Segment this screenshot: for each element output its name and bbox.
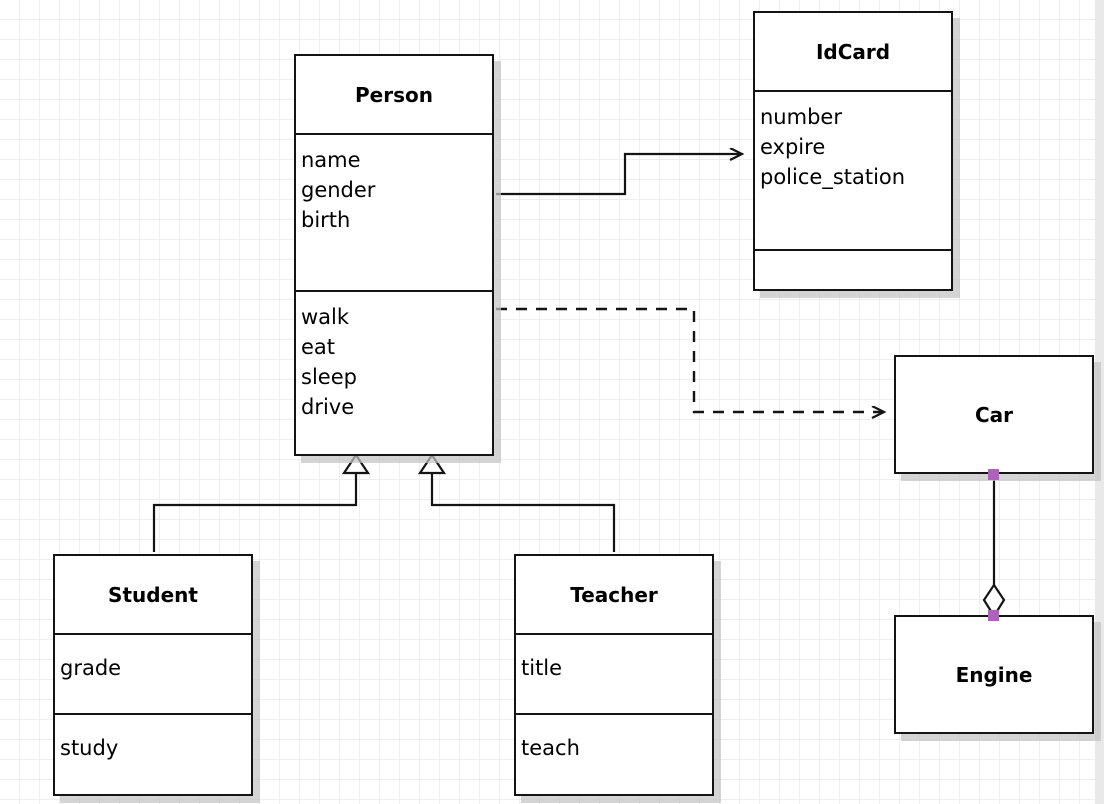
class-engine[interactable]: Engine — [894, 615, 1094, 734]
hollow-triangle-arrowhead — [341, 453, 371, 475]
class-teacher-methods-section: teach — [516, 713, 712, 794]
class-teacher-attributes-section: title — [516, 633, 712, 713]
class-car-name: Car — [974, 402, 1014, 427]
class-student[interactable]: Student grade study — [53, 554, 253, 796]
connector-teacher-person[interactable] — [417, 453, 616, 552]
attribute-item: birth — [301, 208, 351, 232]
attribute-item: title — [521, 656, 563, 680]
method-item: walk — [301, 305, 350, 329]
class-idcard-title-section: IdCard — [755, 13, 951, 90]
class-idcard-attributes-section: number expire police_station — [755, 90, 951, 249]
class-person-methods-section: walk eat sleep drive — [296, 290, 492, 454]
class-teacher-name: Teacher — [570, 582, 658, 607]
class-engine-title-section: Engine — [896, 617, 1092, 732]
method-item: teach — [521, 736, 580, 760]
class-car-title-section: Car — [896, 357, 1092, 472]
connector-person-idcard[interactable] — [496, 154, 742, 196]
class-idcard[interactable]: IdCard number expire police_station — [753, 11, 953, 291]
class-idcard-methods-section — [755, 249, 951, 289]
class-student-attributes-section: grade — [55, 633, 251, 713]
attribute-item: gender — [301, 178, 376, 202]
class-person-attributes-section: name gender birth — [296, 133, 492, 290]
method-item: study — [60, 736, 119, 760]
attribute-item: name — [301, 148, 361, 172]
class-person-name: Person — [355, 82, 433, 107]
hollow-triangle-arrowhead — [417, 453, 447, 475]
method-item: eat — [301, 335, 336, 359]
class-car[interactable]: Car — [894, 355, 1094, 474]
class-student-name: Student — [108, 582, 198, 607]
class-student-title-section: Student — [55, 556, 251, 633]
attribute-item: grade — [60, 656, 122, 680]
attribute-item: expire — [760, 135, 826, 159]
attribute-item: number — [760, 105, 842, 129]
class-engine-name: Engine — [955, 662, 1033, 687]
method-item: drive — [301, 395, 355, 419]
page-edge-band — [1095, 0, 1104, 804]
connector-person-car[interactable] — [496, 307, 884, 412]
class-person-title-section: Person — [296, 56, 492, 133]
attribute-item: police_station — [760, 165, 906, 189]
connector-car-engine[interactable] — [982, 474, 1006, 619]
class-student-methods-section: study — [55, 713, 251, 794]
connection-handle-car[interactable] — [988, 469, 999, 480]
connector-student-person[interactable] — [152, 453, 371, 552]
connection-handle-engine[interactable] — [988, 610, 999, 621]
class-teacher-title-section: Teacher — [516, 556, 712, 633]
class-teacher[interactable]: Teacher title teach — [514, 554, 714, 796]
class-person[interactable]: Person name gender birth walk eat sleep … — [294, 54, 494, 456]
method-item: sleep — [301, 365, 357, 389]
class-idcard-name: IdCard — [815, 39, 891, 64]
